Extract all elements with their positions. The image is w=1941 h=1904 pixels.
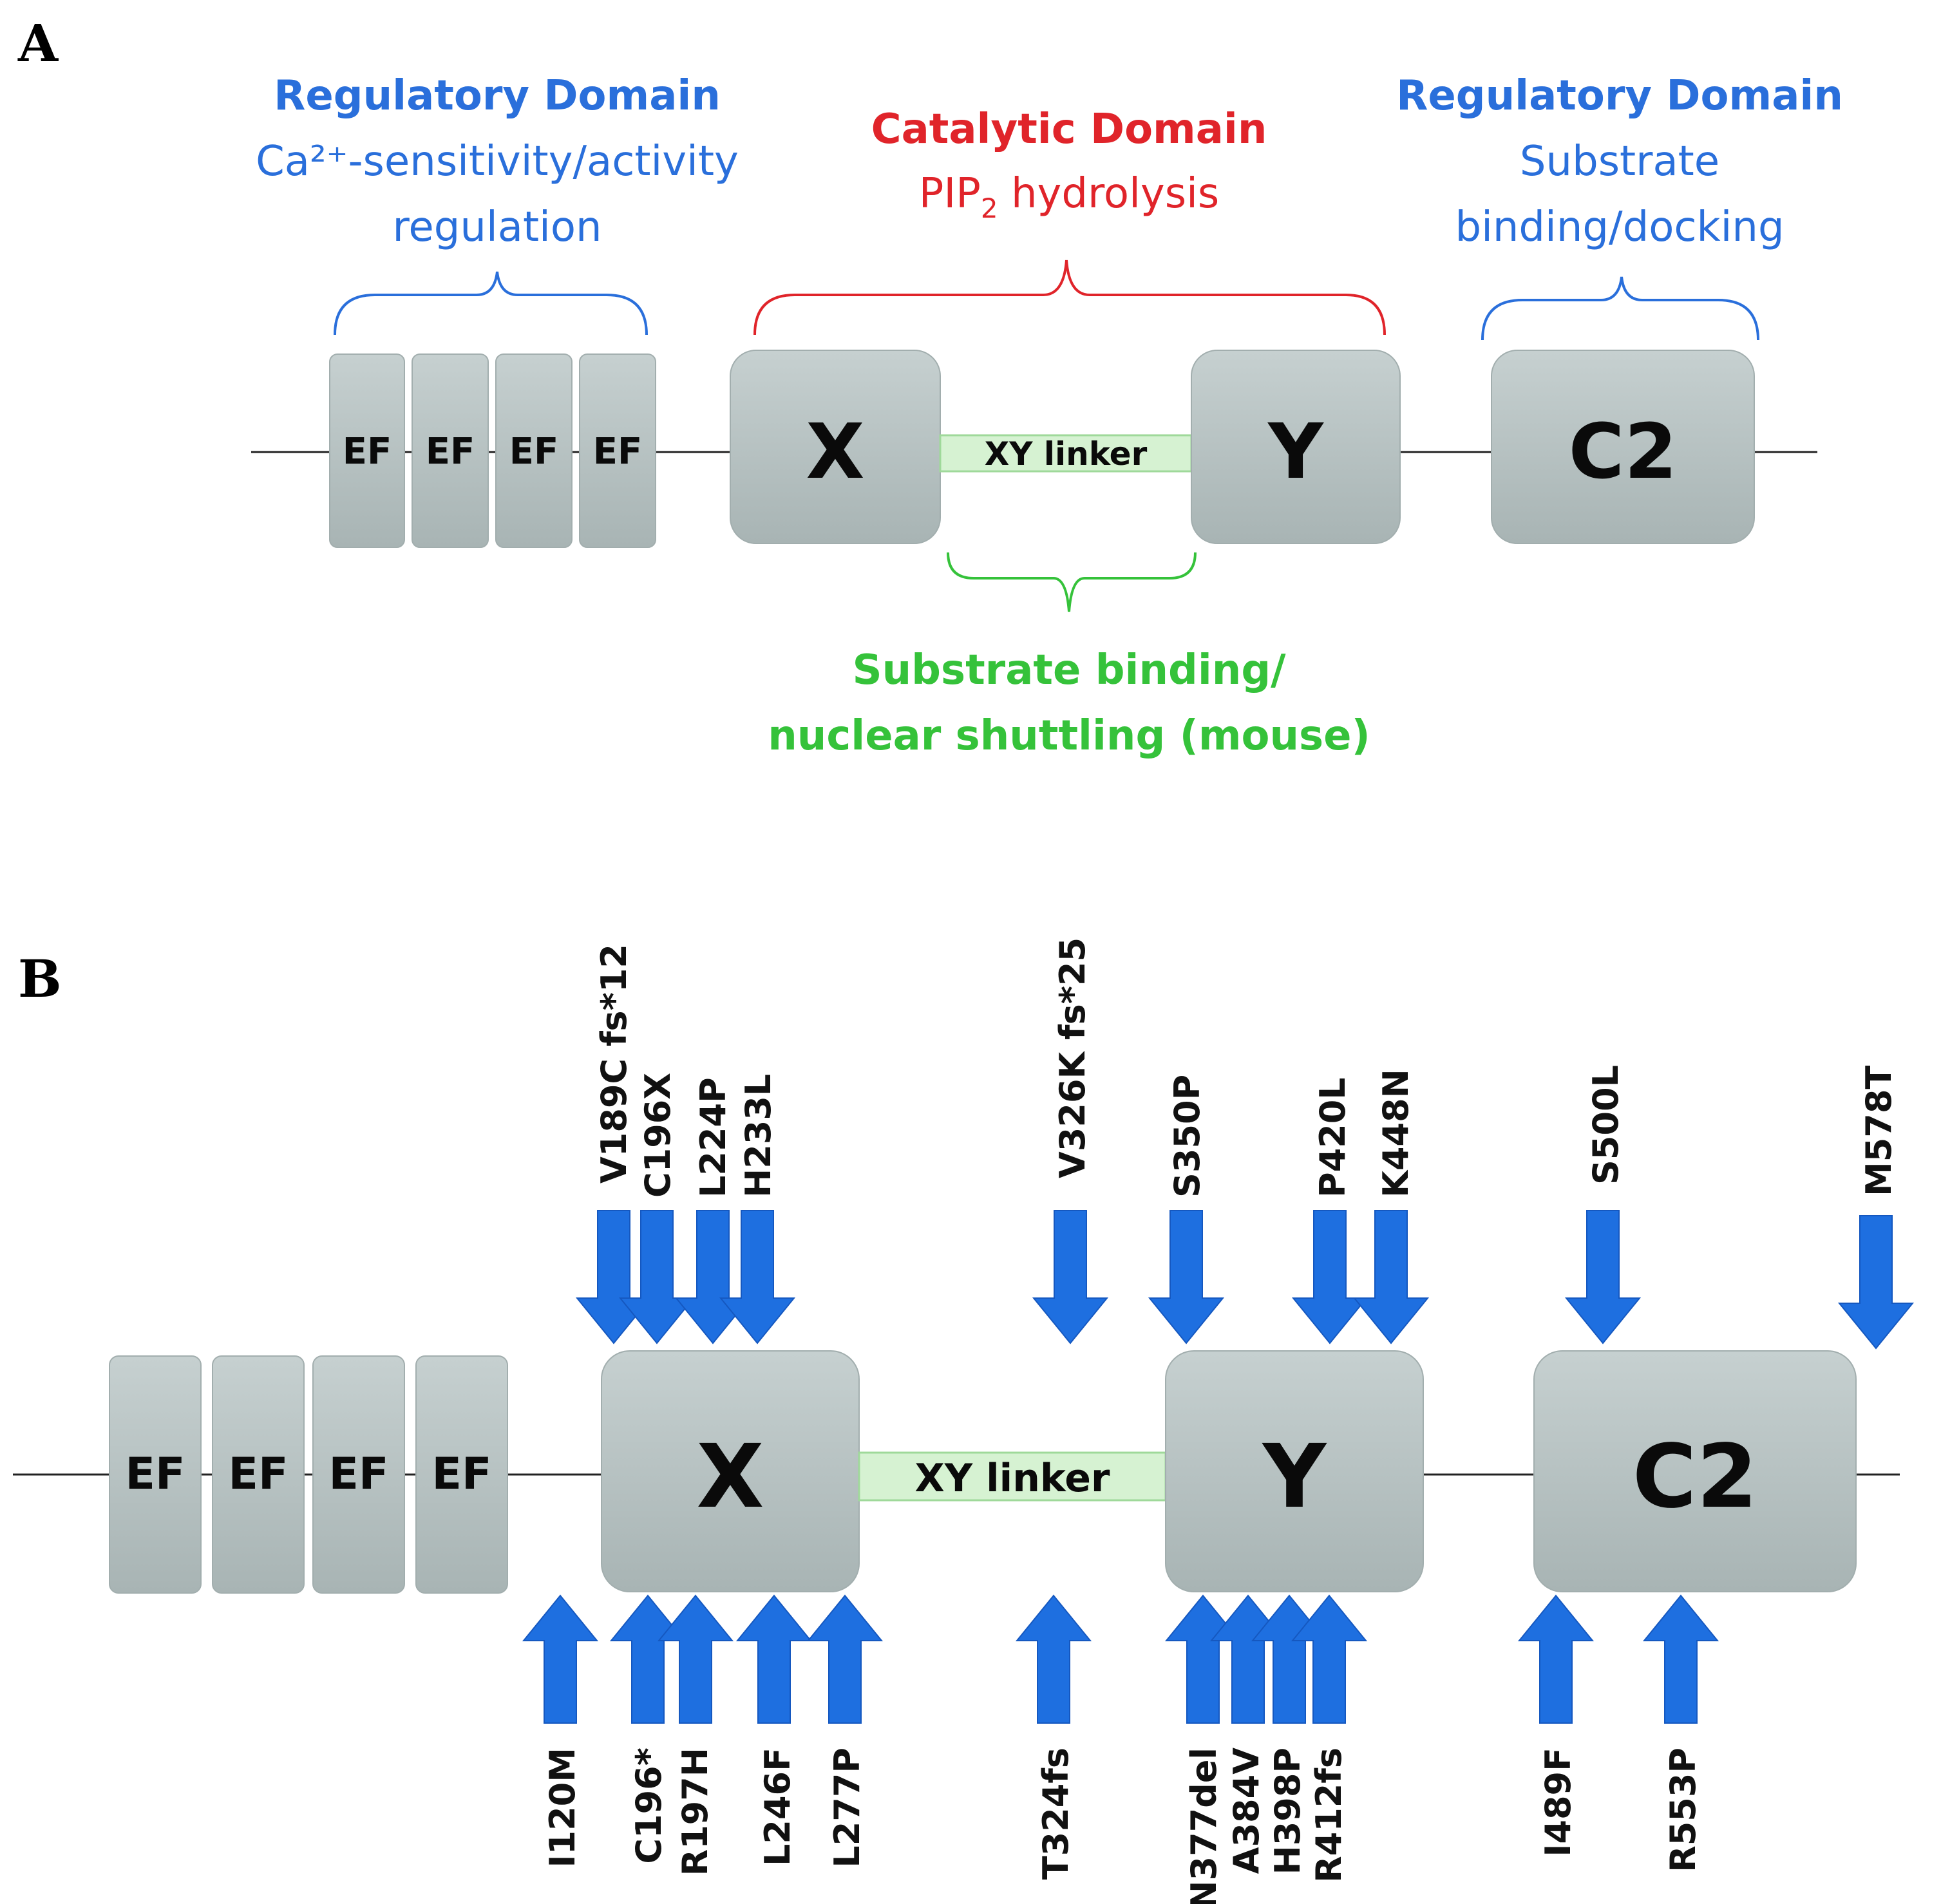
mutation-label-top: L224P xyxy=(693,1077,734,1198)
mutation-label-bottom: I120M xyxy=(542,1748,583,1868)
mutation-arrow-down xyxy=(1291,1210,1368,1344)
catalytic-domain-title: Catalytic Domain xyxy=(871,106,1267,153)
mutation-arrow-up xyxy=(806,1594,884,1724)
mutation-label-bottom: R412fs xyxy=(1309,1748,1349,1883)
mutation-arrow-up xyxy=(1291,1594,1368,1724)
ef-hand-box xyxy=(312,1355,405,1594)
mutation-arrow-down xyxy=(1352,1210,1430,1344)
mutation-label-bottom: N377del xyxy=(1184,1748,1224,1904)
ef-hand-label: EF xyxy=(126,1449,185,1500)
ef-hand-box xyxy=(109,1355,202,1594)
panel-a-ef-group: EF EF EF EF xyxy=(329,353,656,548)
mutation-arrow-down xyxy=(1032,1210,1109,1344)
left-regulatory-domain-desc-1: Ca²⁺-sensitivity/activity xyxy=(256,138,739,185)
right-regulatory-brace xyxy=(1481,276,1759,341)
panel-b: B EF EF EF EF X XY linker Y C2 V189C xyxy=(13,938,1915,1904)
top-mutation-arrows: V189C fs*12 C196X L224P H233L V326K fs*2… xyxy=(575,938,1915,1350)
mutation-label-bottom: C196* xyxy=(629,1748,669,1864)
mutation-label-top: V189C fs*12 xyxy=(594,944,634,1183)
mutation-label-top: M578T xyxy=(1859,1066,1899,1196)
xy-linker-box xyxy=(939,434,1193,473)
right-regulatory-domain-desc-1: Substrate xyxy=(1520,138,1719,185)
panel-b-label: B xyxy=(18,948,62,1009)
left-regulatory-brace xyxy=(334,271,648,335)
mutation-label-bottom: I489F xyxy=(1538,1748,1578,1857)
mutation-arrow-up xyxy=(735,1594,813,1724)
mutation-label-bottom: L246F xyxy=(757,1748,798,1866)
right-regulatory-domain-title: Regulatory Domain xyxy=(1396,72,1843,120)
ef-hand-box xyxy=(579,353,656,548)
c2-domain-box xyxy=(1533,1350,1857,1592)
mutation-label-top: P420L xyxy=(1312,1077,1353,1198)
mutation-label-top: S500L xyxy=(1586,1065,1626,1185)
mutation-arrow-up xyxy=(1164,1594,1242,1724)
mutation-arrow-up xyxy=(1015,1594,1092,1724)
mutation-label-bottom: R553P xyxy=(1663,1748,1703,1872)
ef-hand-box xyxy=(495,353,573,548)
catalytic-domain-desc: PIP2 hydrolysis xyxy=(919,170,1219,224)
right-regulatory-domain-desc-2: binding/docking xyxy=(1455,203,1784,251)
y-domain-box xyxy=(1191,350,1401,544)
xy-linker-label: XY linker xyxy=(985,435,1148,473)
ef-hand-label: EF xyxy=(426,431,475,473)
mutation-arrow-down xyxy=(1148,1210,1225,1344)
mutation-label-bottom: H398P xyxy=(1267,1748,1308,1875)
mutation-arrow-up xyxy=(1517,1594,1595,1724)
ef-hand-label: EF xyxy=(329,1449,389,1500)
panel-a: A Regulatory Domain Ca²⁺-sensitivity/act… xyxy=(17,13,1843,760)
mutation-arrow-down xyxy=(719,1210,796,1344)
y-domain-box xyxy=(1165,1350,1424,1592)
mutation-arrow-up xyxy=(657,1594,734,1724)
mutation-label-bottom: L277P xyxy=(827,1748,867,1868)
linker-function-desc-1: Substrate binding/ xyxy=(853,646,1287,694)
ef-hand-box xyxy=(412,353,489,548)
mutation-label-top: C196X xyxy=(638,1073,678,1198)
mutation-arrow-up xyxy=(522,1594,599,1724)
linker-function-desc-2: nuclear shuttling (mouse) xyxy=(768,712,1370,760)
catalytic-brace xyxy=(753,259,1386,335)
ef-hand-box xyxy=(329,353,405,548)
c2-domain-label: C2 xyxy=(1633,1426,1757,1528)
ef-hand-label: EF xyxy=(229,1449,289,1500)
panel-b-ef-group: EF EF EF EF xyxy=(109,1355,508,1594)
mutation-arrow-down xyxy=(575,1210,652,1344)
ef-hand-label: EF xyxy=(432,1449,492,1500)
mutation-label-bottom: R197H xyxy=(675,1748,715,1876)
x-domain-label: X xyxy=(806,407,865,496)
left-regulatory-domain-desc-2: regulation xyxy=(392,203,601,251)
ef-hand-box xyxy=(212,1355,305,1594)
y-domain-label: Y xyxy=(1267,407,1324,496)
xy-linker-box xyxy=(858,1451,1167,1502)
ef-hand-label: EF xyxy=(593,431,643,473)
mutation-label-top: H233L xyxy=(738,1074,779,1198)
mutation-arrow-down xyxy=(1837,1215,1915,1350)
mutation-label-bottom: A384V xyxy=(1226,1748,1267,1874)
ef-hand-label: EF xyxy=(509,431,559,473)
mutation-label-top: S350P xyxy=(1167,1075,1207,1198)
y-domain-label: Y xyxy=(1262,1426,1327,1528)
panel-a-label: A xyxy=(17,13,59,73)
c2-domain-label: C2 xyxy=(1569,407,1678,496)
mutation-arrow-down xyxy=(1564,1210,1642,1344)
bottom-mutation-arrows: I120M C196* R197H L246F L277P T324fs N37… xyxy=(522,1594,1719,1904)
mutation-label-top: K448N xyxy=(1376,1069,1416,1198)
mutation-arrow-up xyxy=(1642,1594,1719,1724)
mutation-arrow-up xyxy=(609,1594,686,1724)
c2-domain-box xyxy=(1491,350,1755,544)
mutation-arrow-down xyxy=(618,1210,696,1344)
mutation-label-bottom: T324fs xyxy=(1036,1748,1076,1880)
ef-hand-label: EF xyxy=(343,431,392,473)
mutation-label-top: V326K fs*25 xyxy=(1052,938,1093,1178)
ef-hand-box xyxy=(415,1355,508,1594)
mutation-arrow-down xyxy=(674,1210,752,1344)
xy-linker-label: XY linker xyxy=(914,1456,1110,1501)
left-regulatory-domain-title: Regulatory Domain xyxy=(274,72,721,120)
linker-brace xyxy=(947,552,1197,612)
x-domain-label: X xyxy=(697,1426,764,1528)
